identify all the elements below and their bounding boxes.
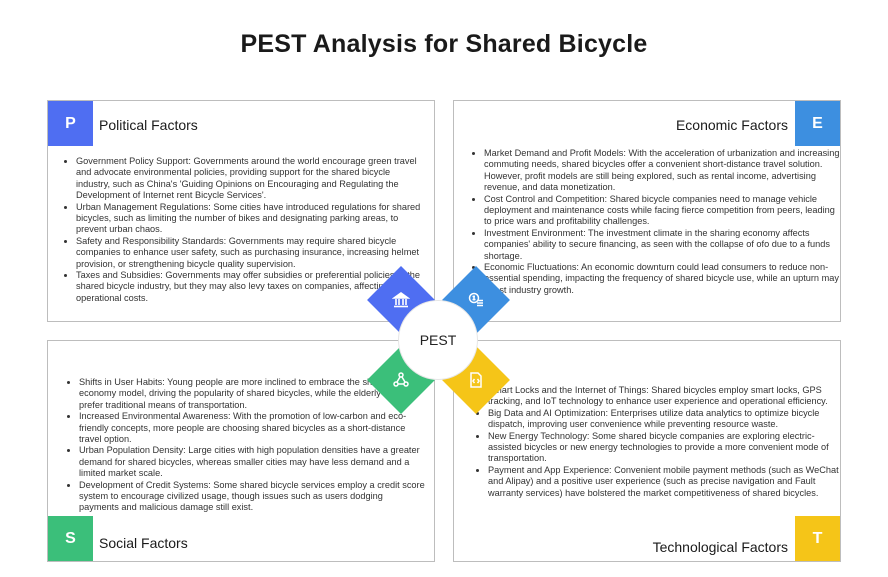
center-pest-circle: PEST (399, 301, 477, 379)
political-factors-card: P Political Factors Government Policy Su… (47, 100, 435, 322)
money-coins-icon (467, 291, 485, 309)
social-badge: S (48, 516, 93, 561)
page-title: PEST Analysis for Shared Bicycle (240, 30, 648, 58)
social-list: Shifts in User Habits: Young people are … (63, 377, 425, 514)
list-item: Safety and Responsibility Standards: Gov… (76, 236, 421, 270)
list-item: Increased Environmental Awareness: With … (79, 411, 425, 445)
list-item: New Energy Technology: Some shared bicyc… (488, 431, 840, 465)
economic-title: Economic Factors (675, 117, 788, 133)
list-item: Taxes and Subsidies: Governments may off… (76, 270, 421, 304)
list-item: Market Demand and Profit Models: With th… (484, 148, 840, 194)
people-network-icon (392, 371, 410, 389)
political-diamond (367, 266, 435, 334)
government-building-icon (392, 291, 410, 309)
economic-badge: E (795, 101, 840, 146)
center-label: PEST (419, 332, 457, 348)
political-badge: P (48, 101, 93, 146)
economic-list: Market Demand and Profit Models: With th… (468, 148, 840, 296)
list-item: Urban Population Density: Large cities w… (79, 445, 425, 479)
list-item: Development of Credit Systems: Some shar… (79, 480, 425, 514)
social-title: Social Factors (99, 535, 188, 551)
list-item: Cost Control and Competition: Shared bic… (484, 194, 840, 228)
list-item: Investment Environment: The investment c… (484, 228, 840, 262)
list-item: Smart Locks and the Internet of Things: … (488, 385, 840, 408)
technological-factors-card: Smart Locks and the Internet of Things: … (453, 340, 841, 562)
technological-badge: T (795, 516, 840, 561)
list-item: Urban Management Regulations: Some citie… (76, 202, 421, 236)
economic-diamond (442, 266, 510, 334)
list-item: Shifts in User Habits: Young people are … (79, 377, 425, 411)
code-file-icon (467, 371, 485, 389)
economic-factors-card: E Economic Factors Market Demand and Pro… (453, 100, 841, 322)
list-item: Economic Fluctuations: An economic downt… (484, 262, 840, 296)
technological-diamond (442, 346, 510, 414)
list-item: Payment and App Experience: Convenient m… (488, 465, 840, 499)
political-title: Political Factors (99, 117, 198, 133)
list-item: Government Policy Support: Governments a… (76, 156, 421, 202)
technological-title: Technological Factors (652, 539, 788, 555)
list-item: Big Data and AI Optimization: Enterprise… (488, 408, 840, 431)
social-factors-card: Shifts in User Habits: Young people are … (47, 340, 435, 562)
technological-list: Smart Locks and the Internet of Things: … (472, 385, 840, 499)
political-list: Government Policy Support: Governments a… (60, 156, 421, 304)
social-diamond (367, 346, 435, 414)
